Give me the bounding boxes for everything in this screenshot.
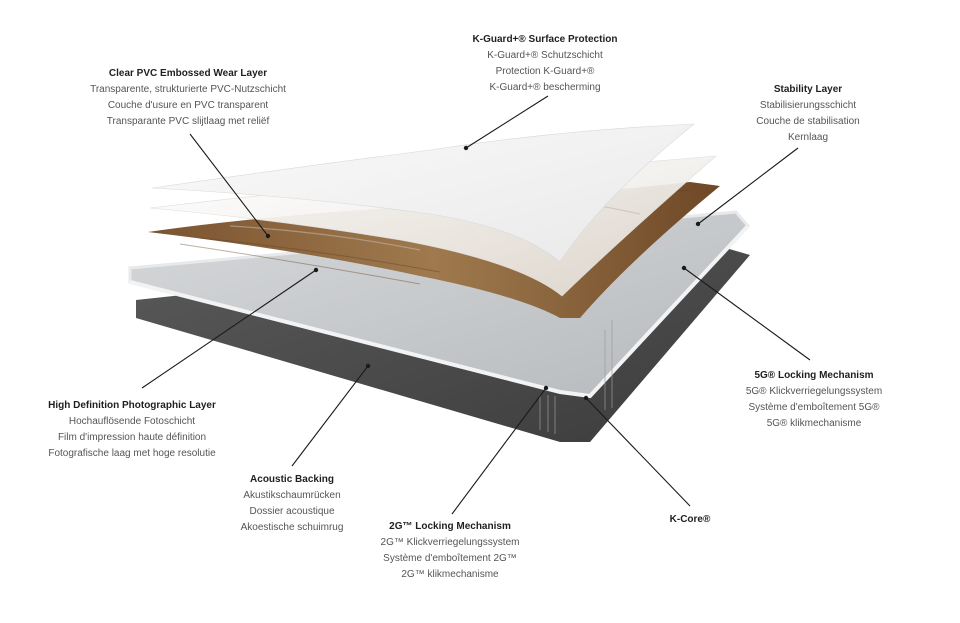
label-stability-layer: Stability Layer Stabilisierungsschicht C… bbox=[756, 82, 859, 146]
label-photographic-layer-de: Hochauflösende Fotoschicht bbox=[68, 416, 196, 427]
label-wear-layer-title: Clear PVC Embossed Wear Layer bbox=[108, 68, 268, 79]
leader-stability-dot bbox=[695, 221, 701, 227]
label-photographic-layer-title: High Definition Photographic Layer bbox=[48, 400, 216, 411]
leader-k-core bbox=[585, 397, 691, 507]
label-acoustic-backing: Acoustic Backing Akustikschaumrücken Dos… bbox=[241, 472, 344, 536]
label-k-guard-nl: K-Guard+® bescherming bbox=[489, 82, 601, 93]
leader-photographic-dot bbox=[313, 267, 319, 273]
label-2g-locking-de: 2G™ Klickverriegelungssystem bbox=[380, 537, 520, 548]
label-2g-locking-fr: Système d'emboîtement 2G™ bbox=[383, 553, 517, 564]
label-acoustic-backing-de: Akustikschaumrücken bbox=[243, 490, 341, 501]
label-2g-locking: 2G™ Locking Mechanism 2G™ Klickverriegel… bbox=[381, 519, 520, 583]
k-core-edge-highlight bbox=[129, 224, 750, 399]
leader-5g-locking bbox=[683, 267, 811, 361]
leader-2g-locking bbox=[451, 387, 547, 515]
label-stability-layer-de: Stabilisierungsschicht bbox=[759, 100, 857, 111]
leader-k-guard bbox=[465, 95, 549, 149]
label-5g-locking: 5G® Locking Mechanism 5G® Klickverriegel… bbox=[746, 368, 882, 432]
label-2g-locking-nl: 2G™ klikmechanisme bbox=[401, 569, 499, 580]
label-k-guard-fr: Protection K-Guard+® bbox=[495, 66, 595, 77]
label-5g-locking-nl: 5G® klikmechanisme bbox=[766, 418, 862, 429]
label-acoustic-backing-title: Acoustic Backing bbox=[250, 474, 334, 485]
label-stability-layer-fr: Couche de stabilisation bbox=[756, 116, 860, 127]
leader-k-guard-dot bbox=[463, 145, 469, 151]
label-k-core: K-Core® bbox=[670, 512, 711, 528]
locking-mechanism-lines bbox=[539, 320, 613, 434]
leader-acoustic bbox=[291, 365, 369, 467]
label-k-guard-title: K-Guard+® Surface Protection bbox=[472, 34, 618, 45]
label-5g-locking-fr: Système d'emboîtement 5G® bbox=[748, 402, 880, 413]
label-2g-locking-title: 2G™ Locking Mechanism bbox=[389, 521, 511, 532]
label-wear-layer-de: Transparente, strukturierte PVC-Nutzschi… bbox=[90, 84, 286, 95]
label-k-guard: K-Guard+® Surface Protection K-Guard+® S… bbox=[473, 32, 618, 96]
leader-k-core-dot bbox=[583, 395, 589, 401]
label-wear-layer: Clear PVC Embossed Wear Layer Transparen… bbox=[90, 66, 286, 130]
label-acoustic-backing-nl: Akoestische schuimrug bbox=[240, 522, 344, 533]
label-wear-layer-nl: Transparante PVC slijtlaag met reliëf bbox=[106, 116, 270, 127]
leader-2g-locking-dot bbox=[543, 385, 549, 391]
label-acoustic-backing-fr: Dossier acoustique bbox=[249, 506, 335, 517]
label-stability-layer-title: Stability Layer bbox=[773, 84, 843, 95]
label-5g-locking-de: 5G® Klickverriegelungssystem bbox=[745, 386, 883, 397]
leader-wear-layer-dot bbox=[265, 233, 271, 239]
leader-acoustic-dot bbox=[365, 363, 371, 369]
label-photographic-layer-nl: Fotografische laag met hoge resolutie bbox=[48, 448, 216, 459]
label-wear-layer-fr: Couche d'usure en PVC transparent bbox=[107, 100, 269, 111]
label-5g-locking-title: 5G® Locking Mechanism bbox=[754, 370, 874, 381]
leader-wear-layer bbox=[189, 133, 269, 237]
label-stability-layer-nl: Kernlaag bbox=[787, 132, 829, 143]
k-guard-surface-layer bbox=[151, 123, 695, 263]
leader-photographic bbox=[141, 269, 317, 389]
label-k-core-title: K-Core® bbox=[669, 514, 711, 525]
label-photographic-layer-fr: Film d'impression haute définition bbox=[57, 432, 207, 443]
label-k-guard-de: K-Guard+® Schutzschicht bbox=[487, 50, 603, 61]
label-photographic-layer: High Definition Photographic Layer Hocha… bbox=[48, 398, 216, 462]
leader-stability bbox=[697, 147, 799, 225]
leader-5g-locking-dot bbox=[681, 265, 687, 271]
